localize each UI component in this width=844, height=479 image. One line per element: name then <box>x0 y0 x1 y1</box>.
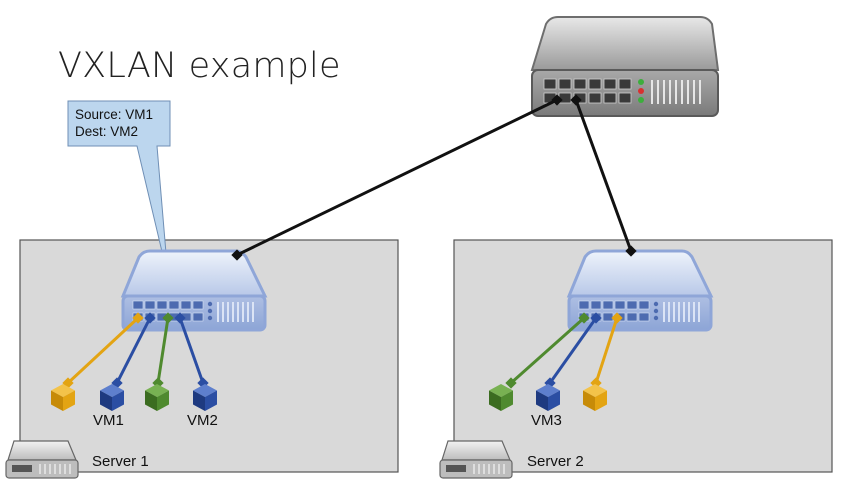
vm-cube-icon <box>583 384 607 411</box>
core-router-icon <box>530 16 720 117</box>
virtual-switch-icon <box>566 249 714 332</box>
core-link-1 <box>231 94 563 261</box>
server-2-label: Server 2 <box>527 453 584 470</box>
callout-dest: Dest: VM2 <box>75 124 139 139</box>
core-link-2 <box>570 94 637 257</box>
vm-link <box>505 312 590 389</box>
server-1-label: Server 1 <box>92 453 149 470</box>
vm-cube-icon <box>536 384 560 411</box>
callout-bubble <box>67 100 171 278</box>
callout-text: Source: VM1 Dest: VM2 <box>75 106 153 140</box>
vm-label-vm2: VM2 <box>187 412 218 429</box>
slide-title: VXLAN example <box>58 46 341 86</box>
vm-cube-icon <box>193 384 217 411</box>
vm-cube-icon <box>145 384 169 411</box>
vm-label-vm1: VM1 <box>93 412 124 429</box>
server-icon <box>5 440 79 479</box>
vm-label-vm3: VM3 <box>531 412 562 429</box>
vm-cube-icon <box>51 384 75 411</box>
vm-cube-icon <box>489 384 513 411</box>
server-icon <box>439 440 513 479</box>
vm-cube-icon <box>100 384 124 411</box>
virtual-switch-icon <box>120 249 268 332</box>
callout-source: Source: VM1 <box>75 107 154 122</box>
